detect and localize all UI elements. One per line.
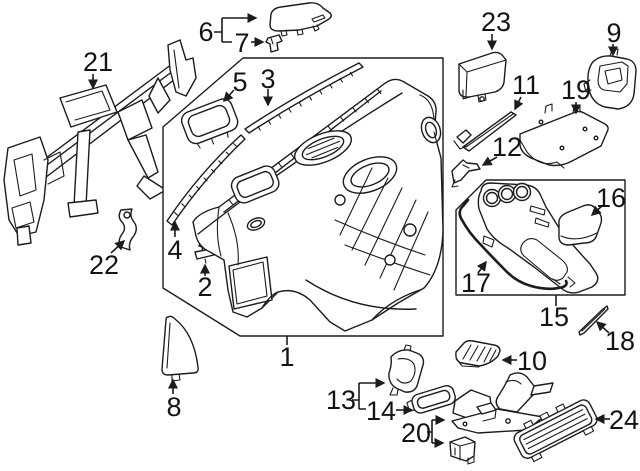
callout-18: 18 [605, 326, 635, 356]
callout-20-bracket [427, 420, 433, 443]
callout-21: 21 [83, 47, 113, 77]
callout-24: 24 [609, 405, 639, 435]
callout-6-bracket [214, 18, 232, 43]
callout-16-arrow [590, 205, 603, 217]
part-bracket-12-drawing [451, 159, 481, 188]
part-strip-18-drawing [578, 305, 609, 336]
part-connector-20-drawing [449, 436, 476, 465]
part-clip-7-drawing [265, 34, 283, 53]
callout-13: 13 [326, 385, 356, 415]
part-trim-5-drawing [180, 98, 239, 149]
part-console-trim-15-drawing [477, 182, 599, 294]
callout-13-bracket [352, 383, 366, 410]
callout-12-arrow [481, 156, 498, 166]
callout-11-arrow [514, 96, 524, 111]
callout-11: 11 [512, 70, 540, 100]
callout-2: 2 [197, 272, 212, 302]
callout-23: 23 [481, 7, 511, 37]
callout-12: 12 [492, 132, 522, 162]
callout-4: 4 [167, 235, 182, 265]
part-housing-13-drawing [388, 344, 425, 396]
callout-17: 17 [461, 268, 491, 298]
callout-5-arrow [222, 89, 235, 103]
callout-22: 22 [89, 250, 119, 280]
part-strip-3-drawing [244, 62, 364, 134]
part-bracket-22-drawing [118, 208, 137, 251]
callout-19: 19 [561, 75, 591, 105]
callout-connectors [88, 13, 618, 448]
callout-14: 14 [366, 396, 396, 426]
part-harness-17-drawing [458, 198, 568, 291]
callout-20: 20 [401, 418, 431, 448]
callout-17-arrow [476, 260, 487, 274]
part-strip-11-drawing [453, 111, 517, 152]
callout-5: 5 [232, 67, 247, 97]
part-vent-9-drawing [583, 48, 637, 110]
callout-22-arrow [110, 239, 126, 254]
part-cover-6-drawing [269, 2, 332, 37]
callout-1: 1 [279, 342, 294, 372]
part-crossbeam-drawing [3, 39, 197, 246]
callout-15: 15 [539, 302, 569, 332]
callout-16: 16 [596, 183, 626, 213]
part-vent-14-drawing [406, 385, 456, 414]
callout-18-arrow [595, 320, 610, 334]
callout-10: 10 [517, 346, 547, 376]
part-strip-4-drawing [166, 134, 246, 226]
callout-7: 7 [234, 28, 249, 58]
part-module-23-drawing [458, 51, 507, 103]
callout-8: 8 [166, 392, 181, 422]
part-sail-trim-8-drawing [161, 315, 199, 382]
part-amplifier-24-drawing [513, 399, 598, 463]
callout-9: 9 [606, 18, 621, 48]
callout-6: 6 [198, 17, 213, 47]
part-instrument-panel-drawing [192, 78, 444, 332]
part-cover-16-drawing [558, 204, 603, 246]
part-support-20-drawing [451, 372, 554, 434]
part-panel-19-drawing [519, 103, 609, 169]
callout-3: 3 [260, 64, 275, 94]
part-grille-10-drawing [455, 340, 501, 368]
